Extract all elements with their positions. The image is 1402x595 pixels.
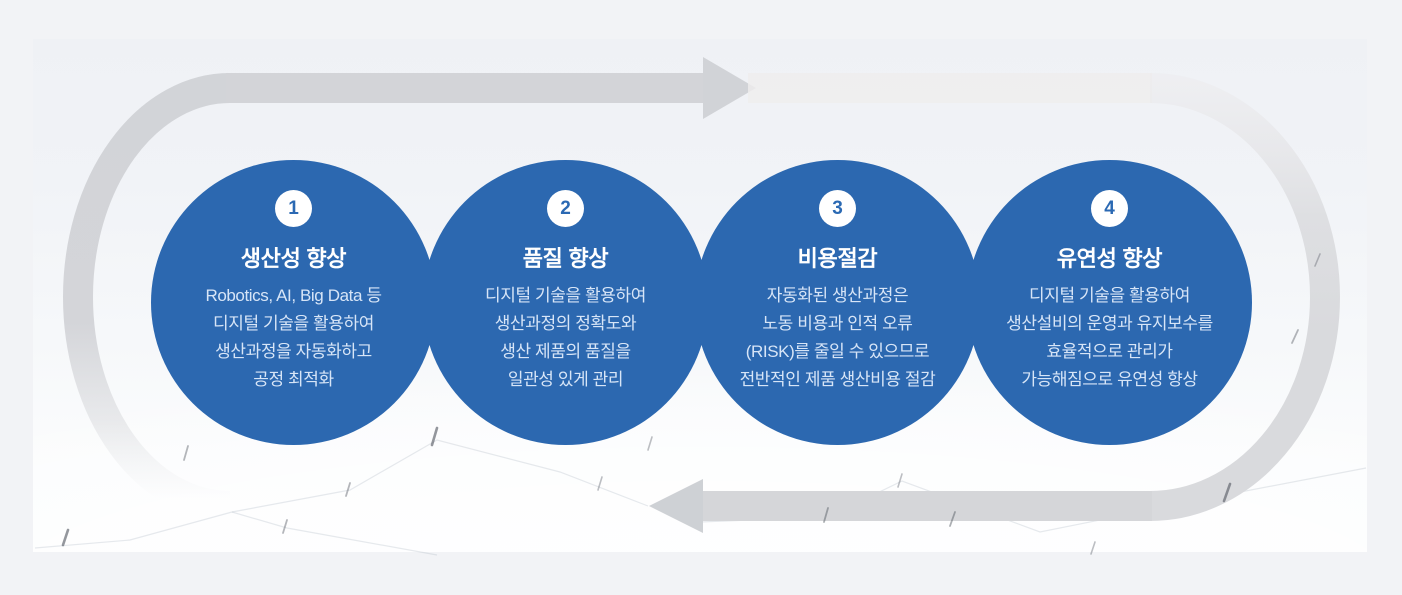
step-number: 4	[1104, 197, 1115, 219]
step-circle-productivity: 1 생산성 향상 Robotics, AI, Big Data 등 디지털 기술…	[151, 160, 436, 445]
step-number-badge: 2	[547, 190, 584, 227]
step-description-line: 생산 제품의 품질을	[500, 342, 631, 361]
step-description: 디지털 기술을 활용하여 생산설비의 운영과 유지보수를 효율적으로 관리가 가…	[1006, 282, 1213, 394]
step-number: 1	[288, 197, 299, 219]
step-description-line: 가능해짐으로 유연성 향상	[1021, 370, 1198, 389]
step-description-line: 노동 비용과 인적 오류	[762, 314, 913, 333]
step-number-badge: 1	[275, 190, 312, 227]
step-number: 2	[560, 197, 571, 219]
step-title: 비용절감	[797, 246, 878, 271]
step-circle-quality: 2 품질 향상 디지털 기술을 활용하여 생산과정의 정확도와 생산 제품의 품…	[423, 160, 708, 445]
step-description-line: 디지털 기술을 활용하여	[212, 314, 375, 333]
step-description: 디지털 기술을 활용하여 생산과정의 정확도와 생산 제품의 품질을 일관성 있…	[485, 282, 646, 394]
step-description-line: 생산설비의 운영과 유지보수를	[1006, 314, 1213, 333]
step-description-line: 공정 최적화	[253, 370, 334, 389]
step-title: 생산성 향상	[240, 246, 347, 271]
step-description-line: (RISK)를 줄일 수 있으므로	[745, 342, 930, 361]
step-description-line: 생산과정을 자동화하고	[215, 342, 372, 361]
step-circle-cost-saving: 3 비용절감 자동화된 생산과정은 노동 비용과 인적 오류 (RISK)를 줄…	[695, 160, 980, 445]
step-description-line: Robotics, AI, Big Data 등	[205, 286, 382, 305]
step-title: 유연성 향상	[1056, 246, 1163, 271]
step-title: 품질 향상	[522, 246, 609, 271]
step-description: Robotics, AI, Big Data 등 디지털 기술을 활용하여 생산…	[205, 282, 382, 394]
step-description-line: 디지털 기술을 활용하여	[1028, 286, 1191, 305]
step-description-line: 전반적인 제품 생산비용 절감	[739, 370, 936, 389]
step-circle-flexibility: 4 유연성 향상 디지털 기술을 활용하여 생산설비의 운영과 유지보수를 효율…	[967, 160, 1252, 445]
step-number-badge: 3	[819, 190, 856, 227]
step-description-line: 자동화된 생산과정은	[766, 286, 909, 305]
step-description-line: 효율적으로 관리가	[1046, 342, 1173, 361]
step-description-line: 일관성 있게 관리	[507, 370, 624, 389]
step-number: 3	[832, 197, 843, 219]
step-description-line: 디지털 기술을 활용하여	[484, 286, 647, 305]
step-description-line: 생산과정의 정확도와	[494, 314, 637, 333]
step-description: 자동화된 생산과정은 노동 비용과 인적 오류 (RISK)를 줄일 수 있으므…	[740, 282, 936, 394]
step-number-badge: 4	[1091, 190, 1128, 227]
